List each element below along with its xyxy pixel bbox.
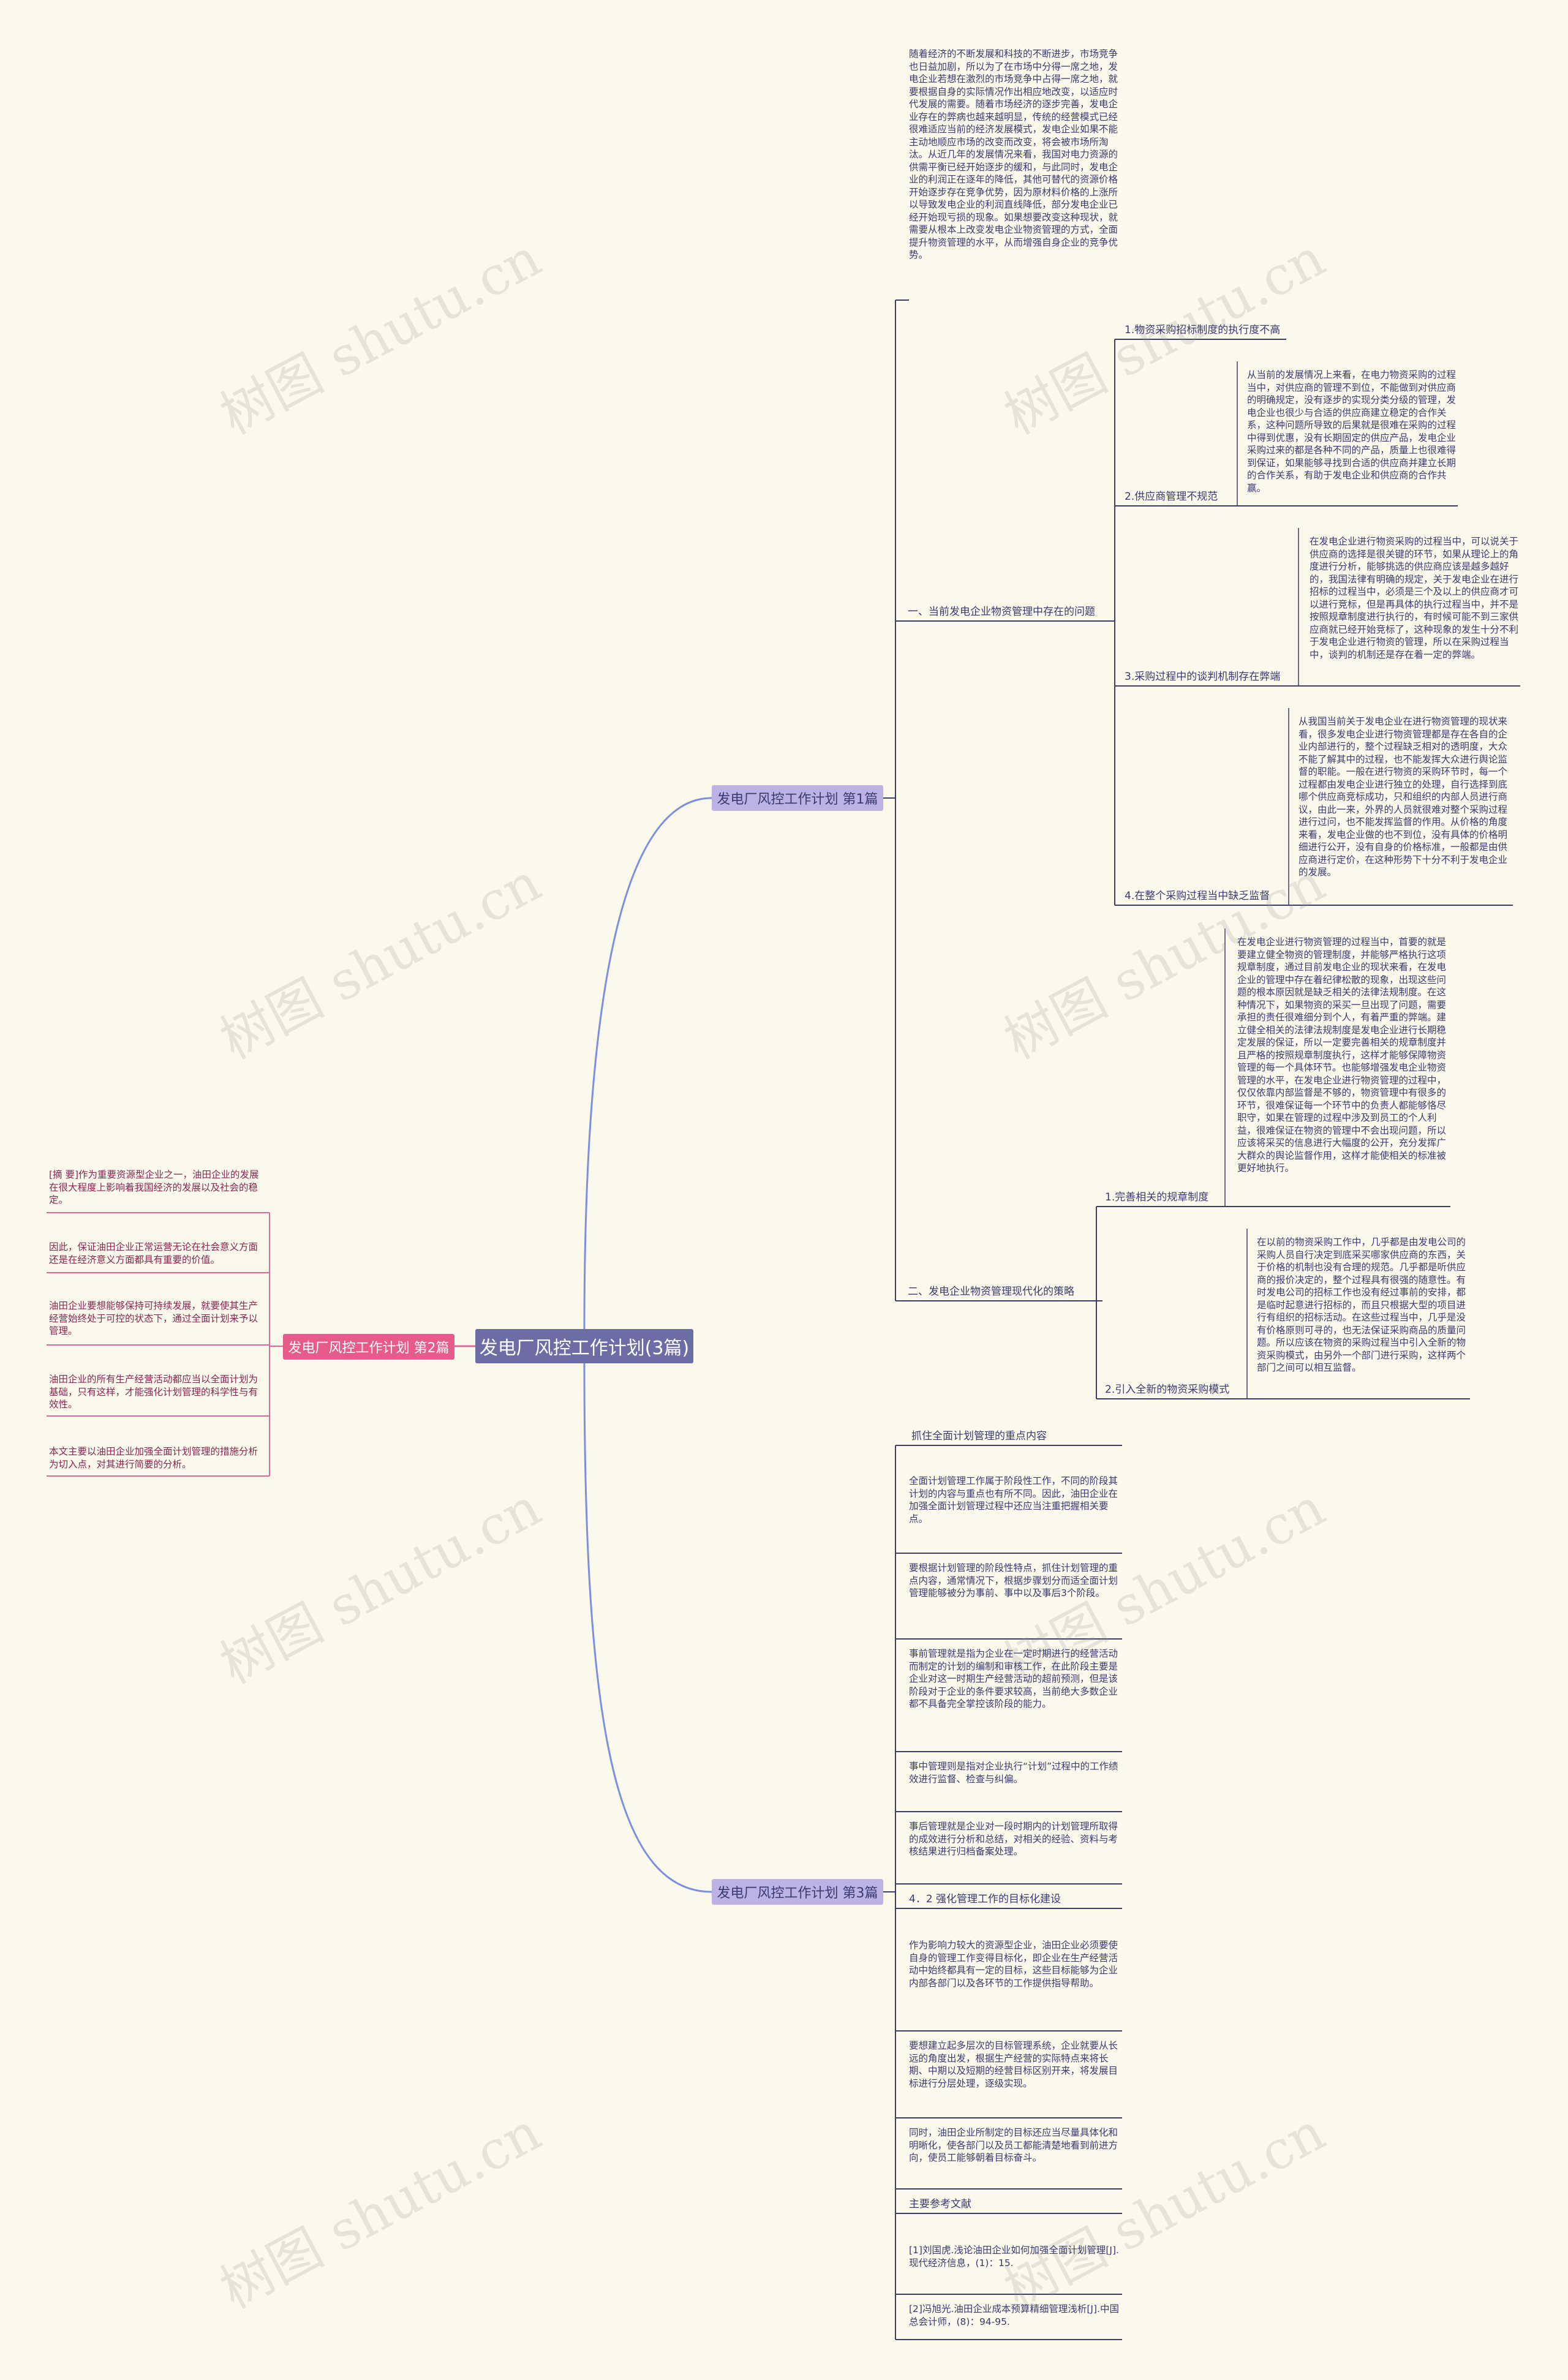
b2-note-4: 油田企业的所有生产经营活动都应当以全面计划为基础，只有这样，才能强化计划管理的科… [49,1374,258,1410]
b1-section-2-label[interactable]: 二、发电企业物资管理现代化的策略 [908,1286,1074,1298]
b3-label-references[interactable]: 主要参考文献 [909,2198,971,2210]
b3-para-4: 事中管理则是指对企业执行“计划”过程中的工作绩效进行监督、检查与纠偏。 [909,1761,1118,1785]
b3-para-6: 作为影响力较大的资源型企业，油田企业必须要使自身的管理工作变得目标化，即企业在生… [909,1940,1118,1989]
b1-s2-item-1-label[interactable]: 1.完善相关的规章制度 [1105,1191,1209,1203]
b1-s2-item-2-text: 在以前的物资采购工作中，几乎都是由发电公司的采购人员自行决定到底采买哪家供应商的… [1257,1237,1466,1373]
b3-label-goal[interactable]: 4．2 强化管理工作的目标化建设 [909,1893,1061,1905]
b1-s1-item-4-label[interactable]: 4.在整个采购过程当中缺乏监督 [1125,890,1270,902]
b3-para-5: 事后管理就是企业对一段时期内的计划管理所取得的成效进行分析和总结，对相关的经验、… [909,1821,1118,1857]
b3-para-8: 同时，油田企业所制定的目标还应当尽量具体化和明晰化，使各部门以及员工都能清楚地看… [909,2127,1118,2163]
b1-intro-text: 随着经济的不断发展和科技的不断进步，市场竞争也日益加剧，所以为了在市场中分得一席… [909,48,1118,260]
b2-note-1: [摘 要]作为重要资源型企业之一，油田企业的发展在很大程度上影响着我国经济的发展… [49,1169,259,1205]
root-topic[interactable]: 发电厂风控工作计划(3篇) [475,1329,693,1363]
branch-1-title[interactable]: 发电厂风控工作计划 第1篇 [712,785,883,811]
b3-reference-1: [1]刘国虎.浅论油田企业如何加强全面计划管理[J].现代经济信息，(1)：15… [909,2245,1119,2269]
b3-reference-2: [2]冯旭光.油田企业成本预算精细管理浅析[J].中国总会计师，(8)：94-9… [909,2303,1119,2327]
b2-note-2: 因此，保证油田企业正常运营无论在社会意义方面还是在经济意义方面都具有重要的价值。 [49,1241,258,1265]
b3-para-3: 事前管理就是指为企业在一定时期进行的经营活动而制定的计划的编制和审核工作，在此阶… [909,1648,1118,1709]
b1-s1-item-3-text: 在发电企业进行物资采购的过程当中，可以说关于供应商的选择是很关键的环节，如果从理… [1310,536,1519,660]
b3-para-7: 要想建立起多层次的目标管理系统，企业就要从长远的角度出发，根据生产经营的实际特点… [909,2040,1118,2089]
b3-para-2: 要根据计划管理的阶段性特点，抓住计划管理的重点内容，通常情况下，根据步骤划分而适… [909,1562,1118,1599]
b1-section-1-label[interactable]: 一、当前发电企业物资管理中存在的问题 [908,606,1095,618]
branch-2-title[interactable]: 发电厂风控工作计划 第2篇 [283,1334,454,1360]
b1-s1-item-3-label[interactable]: 3.采购过程中的谈判机制存在弊端 [1125,671,1281,683]
b1-s2-item-2-label[interactable]: 2.引入全新的物资采购模式 [1105,1384,1230,1396]
link-root-b3 [583,1363,712,1893]
link-root-b1 [583,797,712,1330]
b1-s2-item-1-text: 在发电企业进行物资管理的过程当中，首要的就是要建立健全物资的管理制度，并能够严格… [1237,936,1447,1173]
b1-s1-item-2-text: 从当前的发展情况上来看，在电力物资采购的过程当中，对供应商的管理不到位，不能做到… [1247,369,1457,494]
b1-s1-item-2-label[interactable]: 2.供应商管理不规范 [1125,491,1218,503]
b1-s1-item-4-text: 从我国当前关于发电企业在进行物资管理的现状来看，很多发电企业进行物资管理都是存在… [1298,716,1508,878]
b1-s1-item-1-label[interactable]: 1.物资采购招标制度的执行度不高 [1125,324,1281,336]
b3-para-1: 全面计划管理工作属于阶段性工作，不同的阶段其计划的内容与重点也有所不同。因此，油… [909,1475,1118,1524]
b2-note-5: 本文主要以油田企业加强全面计划管理的措施分析为切入点，对其进行简要的分析。 [49,1446,258,1470]
b3-label-key-content[interactable]: 抓住全面计划管理的重点内容 [911,1430,1047,1442]
branch-3-title[interactable]: 发电厂风控工作计划 第3篇 [712,1879,883,1905]
b2-note-3: 油田企业要想能够保持可持续发展，就要使其生产经营始终处于可控的状态下，通过全面计… [49,1300,258,1336]
